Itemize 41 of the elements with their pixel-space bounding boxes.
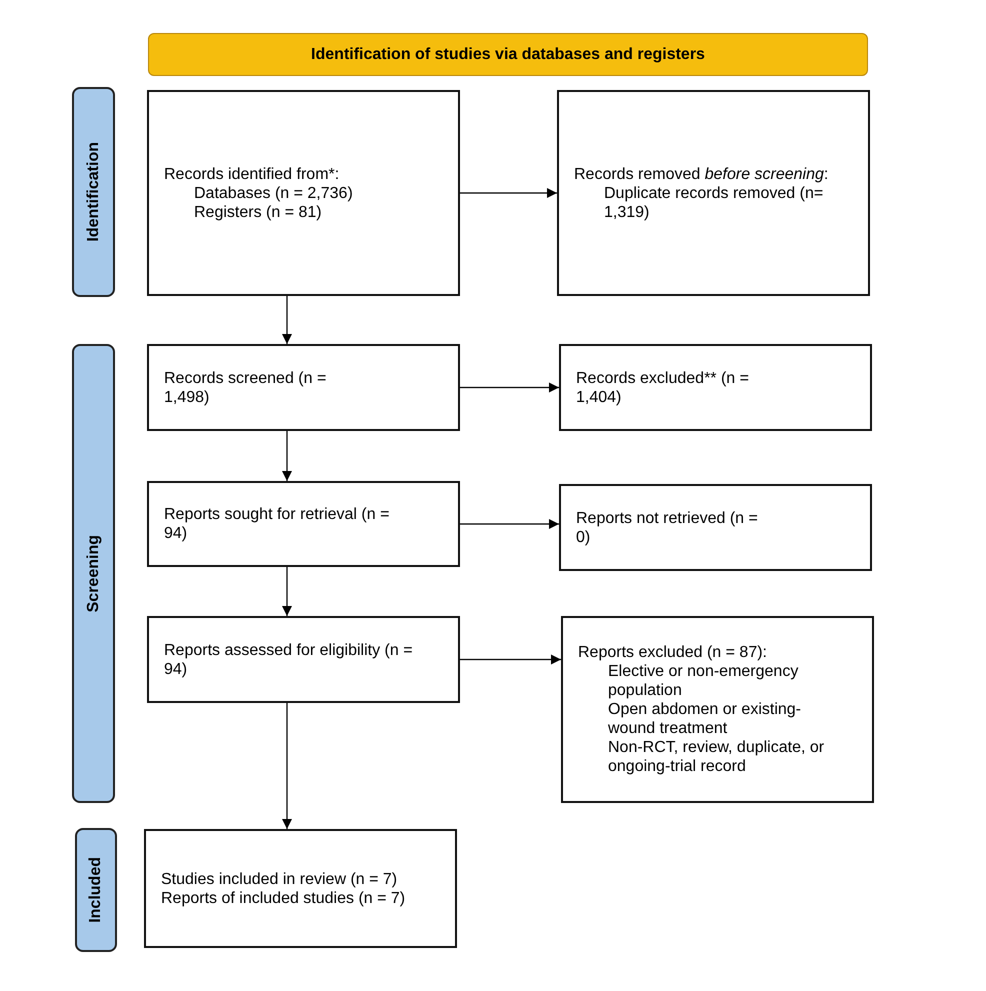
box-text: Studies included in review (n = 7) (161, 870, 398, 888)
box-text: Records excluded** (n = 1,404) (576, 368, 750, 406)
box-text: Reports not retrieved (n = 0) (576, 508, 759, 546)
process-box (557, 90, 870, 296)
arrow (282, 296, 292, 344)
process-box (147, 481, 460, 567)
phase-label: Identification (84, 142, 102, 242)
arrow (282, 703, 292, 829)
box-text: Non-RCT, review, duplicate, or ongoing-trial record (607, 738, 826, 776)
box-text: Registers (n = 81) (193, 202, 323, 222)
process-box (144, 829, 457, 948)
box-text: Records identified from*: (164, 164, 340, 184)
box-text: Reports excluded (n = 87): (578, 643, 768, 662)
box-text: Reports sought for retrieval (n = 94) (164, 505, 390, 543)
arrow (282, 431, 292, 481)
phase-band (72, 344, 115, 803)
section-header-bar (148, 33, 868, 76)
process-box (559, 484, 872, 571)
box-text: Records screened (n = 1,498) (164, 368, 328, 406)
process-box (561, 616, 874, 803)
process-box (559, 344, 872, 431)
phase-band (72, 87, 115, 297)
box-text: Reports of included studies (n = 7) (161, 888, 406, 908)
box-text: Duplicate records removed (n= 1,319) (603, 184, 824, 222)
arrow (460, 382, 559, 392)
process-box (147, 616, 460, 703)
box-text: Open abdomen or existing-wound treatment (607, 700, 802, 738)
arrow (460, 188, 557, 198)
box-text: Reports assessed for eligibility (n = 94) (164, 640, 414, 678)
arrow (460, 654, 561, 664)
phase-band (75, 828, 117, 952)
phase-label: Screening (84, 534, 102, 612)
process-box (147, 90, 460, 296)
box-text: Databases (n = 2,736) (193, 184, 354, 202)
box-text: Elective or non-emergency population (607, 662, 800, 700)
section-title: Identification of studies via databases and registers (311, 46, 705, 64)
arrow (282, 567, 292, 616)
arrow (460, 519, 559, 529)
phase-label: Included (87, 857, 105, 923)
box-text: Records removed before screening: (574, 164, 830, 184)
process-box (147, 344, 460, 431)
